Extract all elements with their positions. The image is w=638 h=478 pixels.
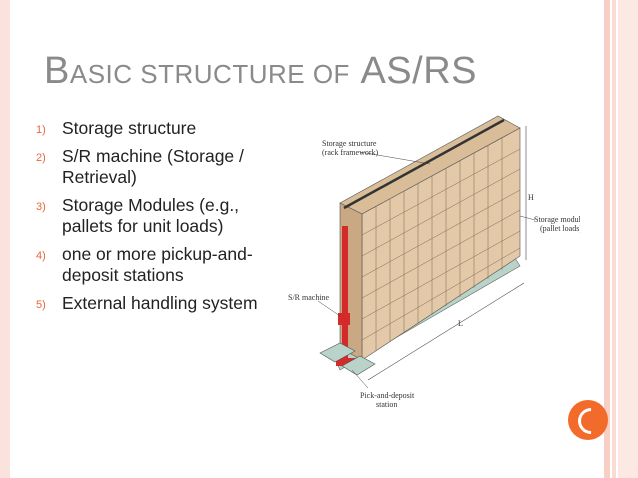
label-h: H <box>528 193 534 202</box>
label-pick-and-deposit: Pick-and-deposit <box>360 391 415 400</box>
bullet-text: Storage Modules (e.g., pallets for unit … <box>62 195 240 236</box>
pd-station-left <box>319 342 356 363</box>
pd-station-right <box>341 355 376 376</box>
bullet-text: Storage structure <box>62 118 197 138</box>
length-dimension-line <box>367 282 525 381</box>
leader-sr-machine <box>317 300 341 317</box>
bullet-number: 1) <box>36 124 46 136</box>
bullet-text: External handling system <box>62 293 258 313</box>
left-frame-band <box>0 0 10 478</box>
label-sr-machine: S/R machine <box>288 293 330 302</box>
bullet-number: 5) <box>36 299 46 311</box>
rack-grid-rows <box>361 148 521 341</box>
leader-storage-structure <box>359 151 431 165</box>
rack-grid-columns <box>375 137 503 351</box>
bullet-number: 2) <box>36 152 46 164</box>
bullet-number: 3) <box>36 201 46 213</box>
right-frame-bands <box>604 0 638 478</box>
sr-machine-carriage <box>338 313 350 325</box>
label-pallet-loads: (pallet loads) <box>540 224 580 233</box>
bullet-list: 1) Storage structure 2) S/R machine (Sto… <box>36 118 286 321</box>
orange-corner-circle <box>568 400 610 440</box>
slide-title: BASIC STRUCTURE OF AS/RS <box>44 50 477 93</box>
bullet-item: 5) External handling system <box>36 293 286 314</box>
title-smallcaps: ASIC STRUCTURE OF <box>69 59 350 89</box>
sr-machine-mast <box>342 226 348 366</box>
leader-pd-station <box>351 369 369 389</box>
title-tail: AS/RS <box>360 50 477 92</box>
bullet-item: 3) Storage Modules (e.g., pallets for un… <box>36 195 286 237</box>
label-storage-module: Storage module <box>534 215 580 224</box>
asrs-diagram: Storage structure (rack framework) Stora… <box>280 108 585 438</box>
bullet-text: one or more pickup-and-deposit stations <box>62 244 253 285</box>
sr-machine-base <box>336 358 356 366</box>
title-first-cap: B <box>44 50 70 92</box>
top-rail <box>343 118 505 210</box>
bullet-item: 2) S/R machine (Storage / Retrieval) <box>36 146 286 188</box>
leader-storage-module <box>519 215 536 221</box>
bullet-text: S/R machine (Storage / Retrieval) <box>62 146 244 187</box>
label-storage-structure: Storage structure <box>322 139 377 148</box>
label-l: L <box>458 319 463 328</box>
label-rack-framework: (rack framework) <box>322 148 379 157</box>
asrs-illustration: Storage structure (rack framework) Stora… <box>288 115 585 409</box>
bullet-item: 4) one or more pickup-and-deposit statio… <box>36 244 286 286</box>
bullet-item: 1) Storage structure <box>36 118 286 139</box>
bullet-number: 4) <box>36 250 46 262</box>
label-station: station <box>376 400 397 409</box>
